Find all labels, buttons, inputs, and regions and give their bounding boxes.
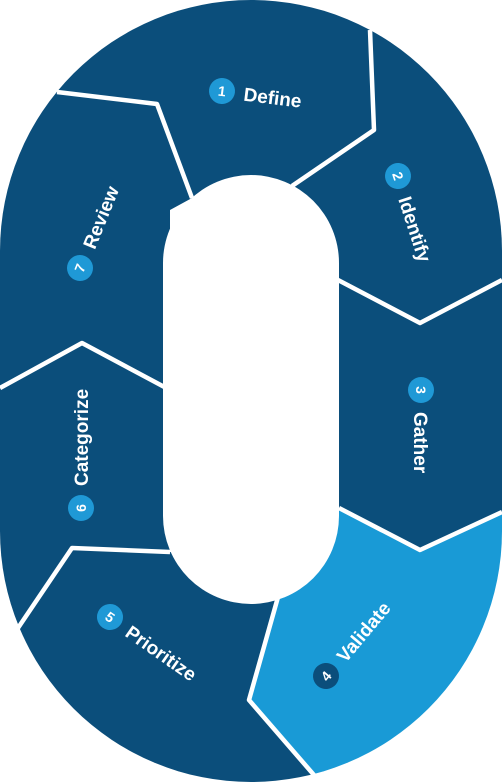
segment-validate: [249, 500, 502, 782]
step-label: Categorize: [72, 389, 93, 486]
step-badge: [97, 604, 123, 630]
segment-define: [0, 0, 502, 198]
step-badge: [67, 255, 93, 281]
segment-gather: [250, 260, 502, 550]
step-badge: [385, 163, 411, 189]
step-label: Gather: [409, 412, 430, 474]
step-number: 6: [73, 504, 89, 512]
segment-categorize: [0, 343, 170, 640]
step-badge: [209, 78, 235, 104]
step-number: 1: [217, 83, 227, 100]
step-badge: [68, 495, 94, 521]
step-number: 3: [413, 386, 429, 394]
step-badge: [408, 377, 434, 403]
divider-lines: [0, 29, 502, 782]
step-3: 3 Gather: [408, 377, 434, 474]
step-6: 6 Categorize: [68, 389, 94, 521]
step-badge: [313, 663, 339, 689]
